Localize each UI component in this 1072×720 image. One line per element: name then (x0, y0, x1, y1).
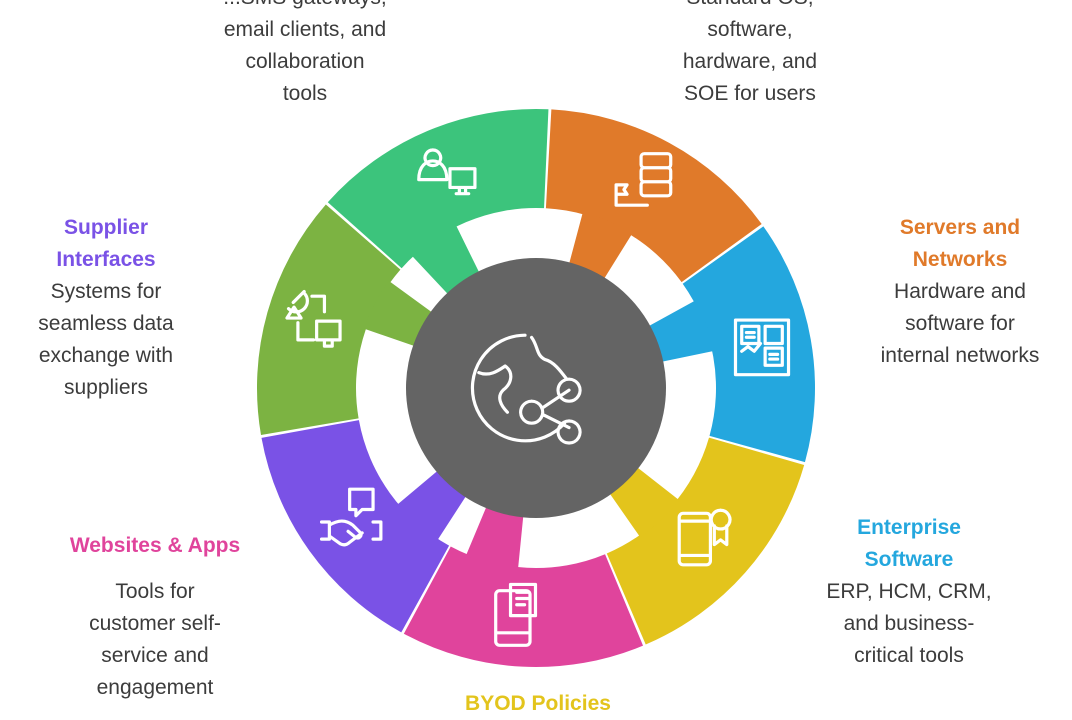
label-desc-top-left: collaboration (245, 50, 365, 73)
label-desc-supplier: seamless data (38, 312, 174, 335)
label-desc-top-left: ...SMS gateways, (150, 0, 460, 14)
label-desc-enterprise: and business- (843, 612, 975, 635)
label-title-supplier: Interfaces (56, 248, 156, 271)
label-desc-top-right: SOE for users (684, 82, 816, 105)
label-top-left: ...SMS gateways, email clients, and collab… (150, 0, 460, 110)
segment-tab-byod (608, 465, 680, 538)
label-desc-servers: software for (905, 312, 1015, 335)
label-title-byod: BYOD Policies (465, 692, 611, 715)
segment-arc-websites (403, 546, 644, 667)
label-desc-top-right: Standard OS, (595, 0, 905, 14)
label-title-websites: Websites & Apps (69, 534, 241, 557)
mobile-document-icon (494, 582, 538, 647)
label-desc-websites: engagement (96, 676, 214, 699)
satellite-monitor-icon (285, 289, 342, 348)
server-icon (614, 152, 673, 207)
label-desc-supplier: exchange with (38, 344, 174, 367)
label-desc-supplier: suppliers (63, 376, 149, 399)
segment-top-right (327, 109, 549, 297)
label-byod: BYOD Policies (418, 688, 658, 720)
label-title-enterprise: Enterprise (857, 516, 961, 539)
label-title-servers: Servers and (899, 216, 1021, 239)
segment-arc-top-right (327, 109, 549, 269)
segment-tab-top-left (363, 280, 435, 347)
segment-tab-top-right (411, 224, 481, 297)
label-desc-enterprise: critical tools (854, 644, 964, 667)
label-desc-websites: customer self- (89, 612, 221, 635)
label-desc-top-left: tools (282, 82, 328, 105)
label-desc-top-right: hardware, and (682, 50, 818, 73)
label-desc-enterprise: ERP, HCM, CRM, (826, 580, 992, 603)
label-desc-top-right: software, (707, 18, 793, 41)
handshake-chat-icon (319, 487, 383, 547)
dashboard-icon (733, 318, 791, 377)
globe-share-icon (470, 333, 582, 445)
label-title-supplier: Supplier (63, 216, 148, 239)
user-computer-icon (417, 148, 477, 196)
label-desc-supplier: Systems for (50, 280, 162, 303)
segment-arc-byod (606, 437, 805, 645)
segment-tab-servers (568, 212, 633, 282)
label-title-enterprise: Software (864, 548, 954, 571)
label-desc-servers: internal networks (880, 344, 1040, 367)
label-desc-websites: service and (101, 644, 209, 667)
center-circle (406, 258, 666, 518)
mobile-certificate-icon (677, 508, 732, 567)
label-desc-servers: Hardware and (894, 280, 1026, 303)
segment-tab-websites (465, 504, 524, 570)
label-title-servers: Networks (912, 248, 1008, 271)
label-desc-websites: Tools for (115, 580, 195, 603)
label-desc-top-left: email clients, and (223, 18, 387, 41)
segment-tab-enterprise (646, 300, 715, 363)
segment-byod (606, 437, 805, 645)
segment-websites (403, 504, 644, 667)
segment-tab-supplier (396, 469, 468, 541)
